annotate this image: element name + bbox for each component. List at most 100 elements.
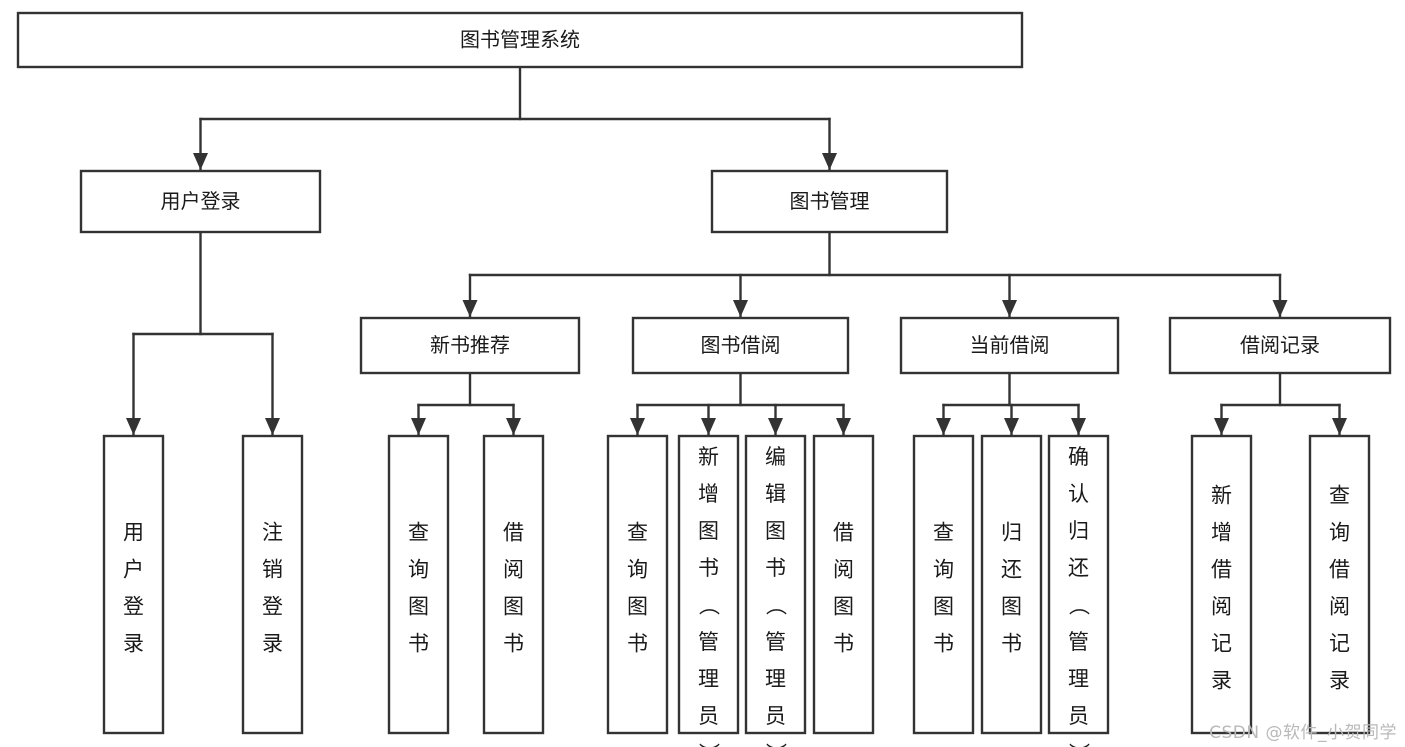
node-label-char: 归 bbox=[1001, 520, 1022, 544]
node-current[interactable]: 当前借阅 bbox=[899, 316, 1120, 375]
node-label-char: 查 bbox=[408, 520, 429, 544]
node-label-char: 管 bbox=[698, 630, 719, 654]
node-label-char: （ bbox=[764, 595, 788, 616]
node-label: 用户登录 bbox=[161, 189, 241, 213]
node-box bbox=[16, 11, 1024, 69]
node-label-char: 注 bbox=[262, 520, 283, 544]
node-label: 当前借阅 bbox=[970, 333, 1050, 357]
node-label-char: 还 bbox=[1068, 556, 1089, 580]
node-label-char: 查 bbox=[933, 520, 954, 544]
nodes-layer: 图书管理系统用户登录图书管理新书推荐图书借阅当前借阅借阅记录用户登录注销登录查询… bbox=[16, 11, 1392, 747]
node-box bbox=[912, 434, 975, 735]
node-records[interactable]: 借阅记录 bbox=[1168, 316, 1392, 375]
node-label-char: 记 bbox=[1329, 631, 1350, 655]
node-box bbox=[1047, 434, 1110, 735]
node-label-char: 询 bbox=[627, 557, 648, 581]
node-label-char: 图 bbox=[933, 594, 954, 618]
node-label-char: 书 bbox=[408, 631, 429, 655]
node-label-char: 书 bbox=[503, 631, 524, 655]
node-label-char: 询 bbox=[408, 557, 429, 581]
node-label-char: 图 bbox=[1001, 594, 1022, 618]
node-label-char: 登 bbox=[123, 594, 144, 618]
node-label: 借阅记录 bbox=[1240, 333, 1320, 357]
node-label-char: 图 bbox=[627, 594, 648, 618]
node-label-char: 管 bbox=[765, 630, 786, 654]
node-label-char: 书 bbox=[627, 631, 648, 655]
node-root[interactable]: 图书管理系统 bbox=[16, 11, 1024, 69]
node-label: 图书借阅 bbox=[701, 333, 781, 357]
node-label-char: 辑 bbox=[765, 482, 786, 506]
node-borrow[interactable]: 图书借阅 bbox=[631, 316, 850, 375]
node-label-char: 户 bbox=[123, 557, 144, 581]
node-box bbox=[387, 434, 450, 735]
node-label-char: 查 bbox=[627, 520, 648, 544]
node-box bbox=[79, 169, 322, 234]
node-label-char: 还 bbox=[1001, 557, 1022, 581]
node-label-char: 书 bbox=[765, 556, 786, 580]
node-label-char: 销 bbox=[262, 557, 283, 581]
node-label-char: 录 bbox=[1211, 668, 1232, 692]
node-label-char: 确 bbox=[1068, 445, 1089, 469]
node-label-char: 书 bbox=[933, 631, 954, 655]
node-label-char: 借 bbox=[1211, 557, 1232, 581]
node-label-char: 书 bbox=[1001, 631, 1022, 655]
node-box bbox=[359, 316, 581, 375]
node-box bbox=[631, 316, 850, 375]
node-label-char: 理 bbox=[765, 667, 786, 691]
node-bookmgmt[interactable]: 图书管理 bbox=[710, 169, 949, 234]
node-label-char: 借 bbox=[1329, 557, 1350, 581]
node-label-char: 书 bbox=[833, 631, 854, 655]
node-newbook[interactable]: 新书推荐 bbox=[359, 316, 581, 375]
node-label-char: 新 bbox=[1211, 483, 1232, 507]
node-box bbox=[1168, 316, 1392, 375]
node-label-char: ） bbox=[764, 743, 788, 747]
node-label-char: 增 bbox=[698, 482, 719, 506]
node-box bbox=[1190, 434, 1253, 735]
node-label-char: 图 bbox=[408, 594, 429, 618]
node-label-char: 图 bbox=[833, 594, 854, 618]
node-label-char: ） bbox=[1067, 743, 1091, 747]
node-label: 新书推荐 bbox=[430, 333, 510, 357]
node-label-char: 用 bbox=[123, 520, 144, 544]
node-box bbox=[102, 434, 165, 735]
node-label-char: 书 bbox=[698, 556, 719, 580]
node-label-char: 员 bbox=[765, 704, 786, 728]
node-label-char: 录 bbox=[262, 631, 283, 655]
node-label-char: 管 bbox=[1068, 630, 1089, 654]
node-label-char: 借 bbox=[833, 520, 854, 544]
node-label-char: 增 bbox=[1211, 520, 1232, 544]
node-label: 图书管理 bbox=[790, 189, 870, 213]
node-label-char: 员 bbox=[1068, 704, 1089, 728]
node-label-char: 阅 bbox=[833, 557, 854, 581]
node-label-char: 登 bbox=[262, 594, 283, 618]
node-label-char: 查 bbox=[1329, 483, 1350, 507]
node-label-char: 新 bbox=[698, 445, 719, 469]
node-label-char: 图 bbox=[503, 594, 524, 618]
node-label-char: 录 bbox=[123, 631, 144, 655]
node-box bbox=[744, 434, 807, 735]
node-box bbox=[241, 434, 304, 735]
node-login[interactable]: 用户登录 bbox=[79, 169, 322, 234]
node-label-char: 归 bbox=[1068, 519, 1089, 543]
node-box bbox=[677, 434, 740, 735]
node-label-char: ） bbox=[697, 743, 721, 747]
node-label-char: 询 bbox=[933, 557, 954, 581]
node-label-char: 借 bbox=[503, 520, 524, 544]
node-box bbox=[899, 316, 1120, 375]
node-box bbox=[710, 169, 949, 234]
node-label-char: 图 bbox=[698, 519, 719, 543]
node-leaf-1[interactable]: 用户登录 bbox=[102, 434, 165, 735]
